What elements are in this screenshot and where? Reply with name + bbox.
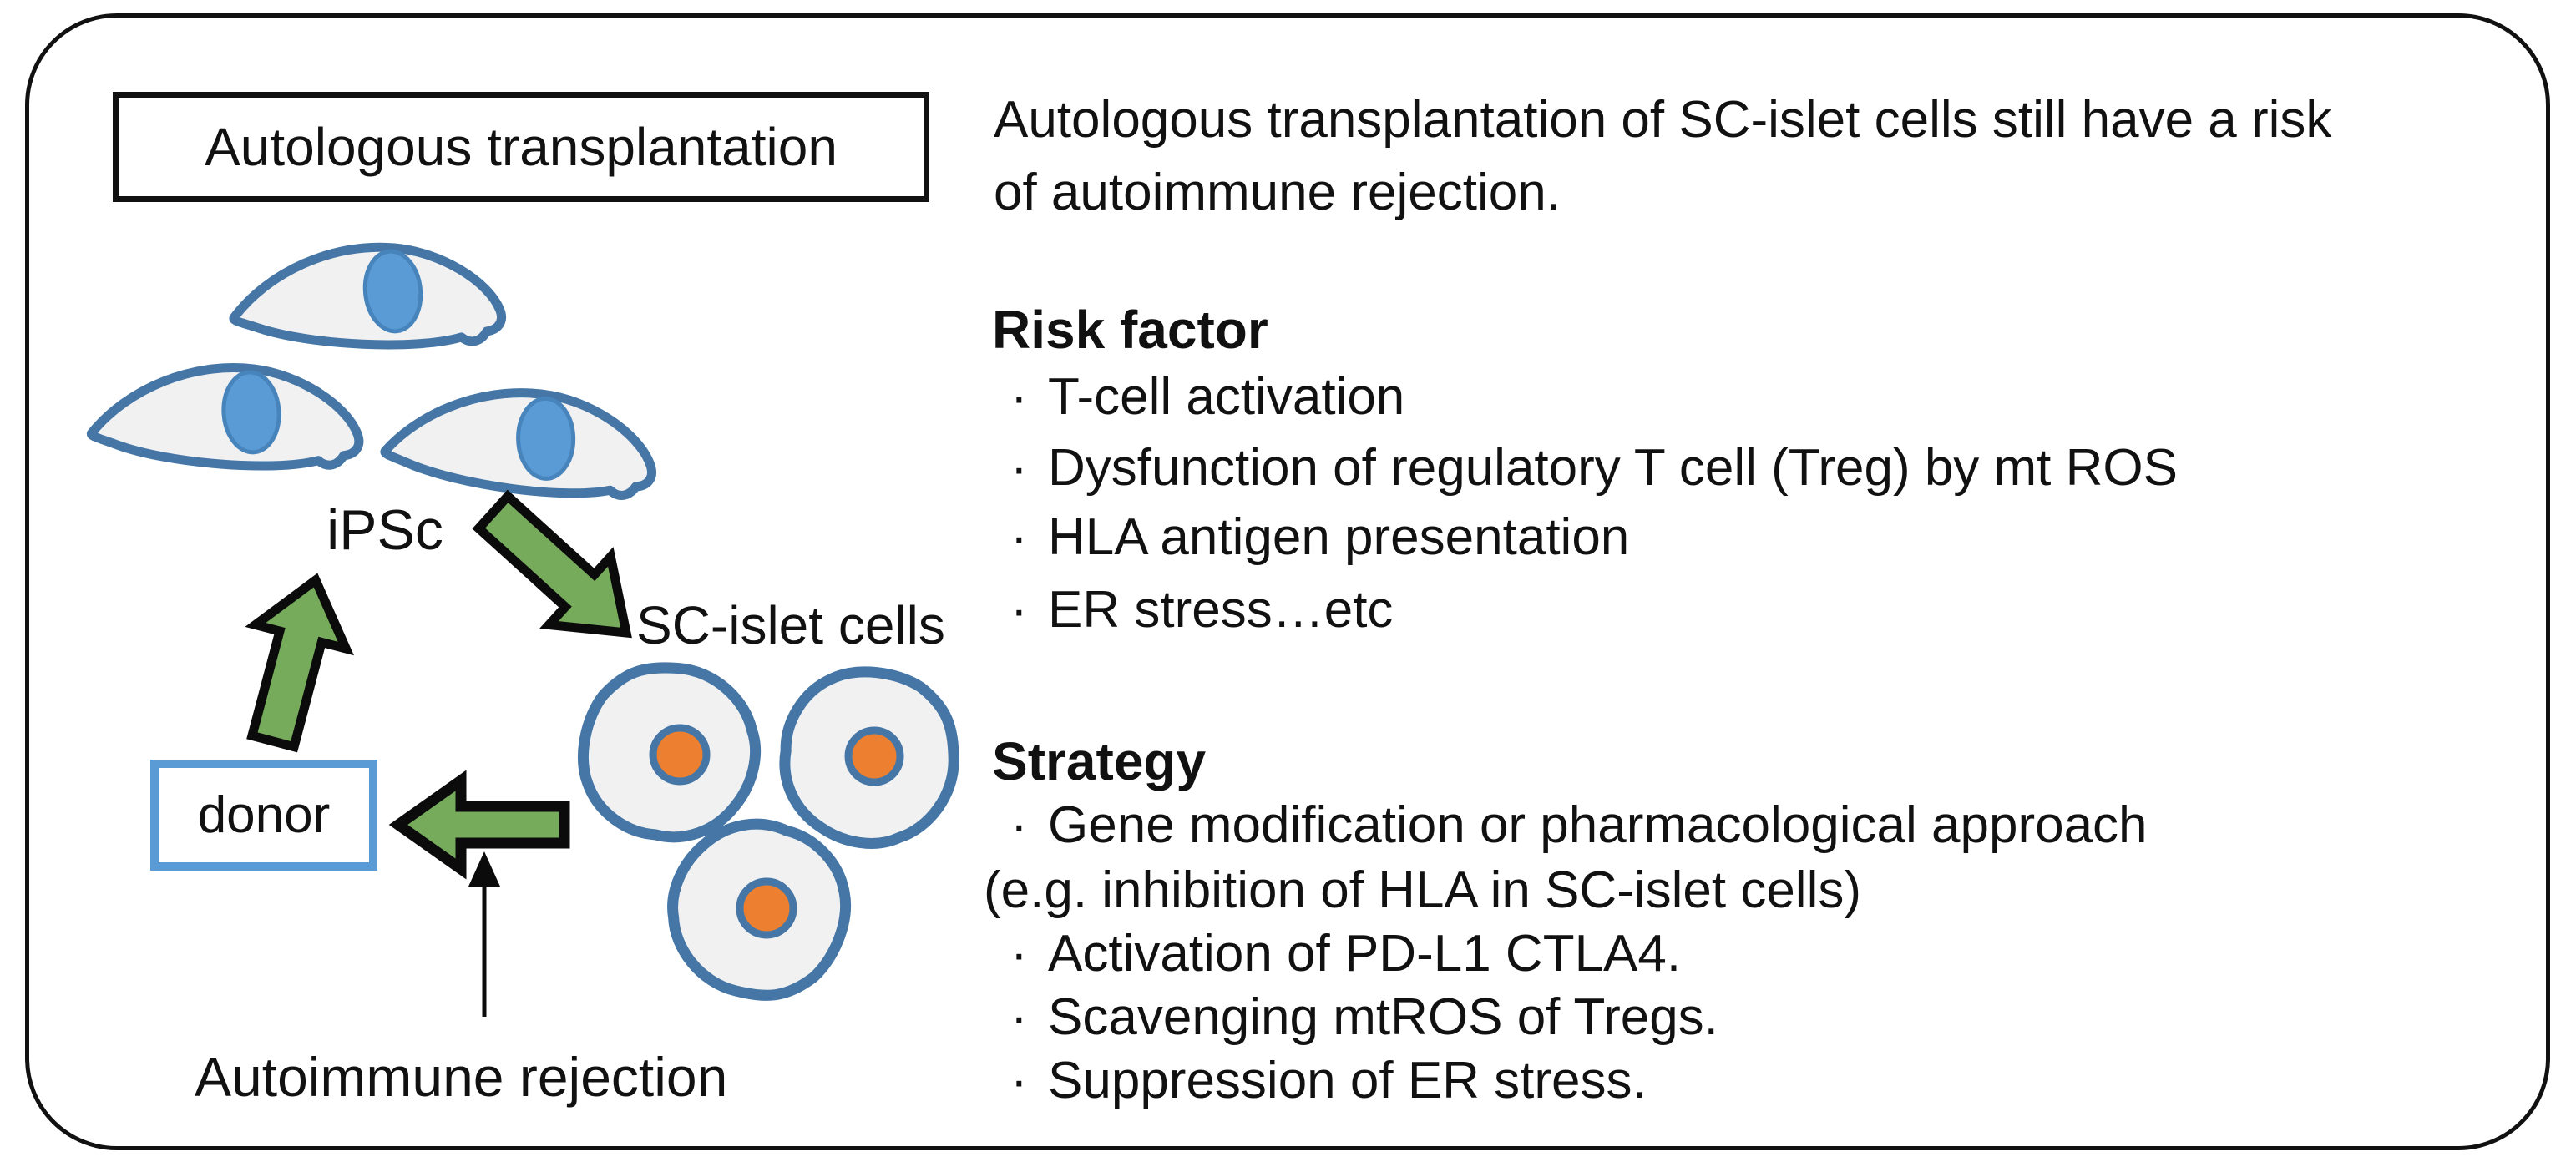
- risk-item: · T-cell activation: [1010, 371, 1404, 423]
- risk-item-text: T-cell activation: [1048, 368, 1405, 426]
- arrow-sc-islet-to-donor: [388, 770, 570, 880]
- ipsc-nucleus: [516, 396, 576, 481]
- autoimmune-rejection-label: Autoimmune rejection: [195, 1046, 728, 1108]
- ipsc-cell: [86, 363, 364, 471]
- sc-islet-cell: [578, 662, 762, 843]
- autologous-transplantation-label: Autologous transplantation: [205, 117, 838, 177]
- risk-item-text: ER stress…etc: [1048, 581, 1394, 639]
- strategy-item: · Suppression of ER stress.: [1010, 1055, 1647, 1107]
- bullet-icon: ·: [1010, 1052, 1028, 1109]
- strategy-item: · Scavenging mtROS of Tregs.: [1010, 992, 1718, 1043]
- figure-border: [25, 13, 2550, 1150]
- strategy-heading: Strategy: [992, 731, 1207, 791]
- ipsc-nucleus: [362, 249, 423, 334]
- strategy-item: · Gene modification or pharmacological a…: [1010, 800, 2148, 851]
- ipsc-label: iPSc: [326, 498, 443, 562]
- bullet-icon: ·: [1010, 508, 1028, 566]
- ipsc-cell-group: [86, 242, 656, 500]
- strategy-note: (e.g. inhibition of HLA in SC-islet cell…: [984, 861, 1862, 919]
- sc-islet-cells-label: SC-islet cells: [636, 595, 945, 655]
- ipsc-nucleus: [221, 370, 281, 455]
- risk-item-text: HLA antigen presentation: [1048, 508, 1630, 566]
- risk-item: · Dysfunction of regulatory T cell (Treg…: [1010, 442, 2178, 494]
- sc-islet-cell: [667, 818, 851, 1001]
- arrow-donor-to-ipsc: [245, 573, 354, 753]
- autoimmune-pointer-arrow: [468, 851, 500, 1017]
- intro-text-line-2: of autoimmune rejection.: [994, 164, 1561, 221]
- bullet-icon: ·: [1010, 796, 1028, 854]
- bullet-icon: ·: [1010, 368, 1028, 426]
- bullet-icon: ·: [1010, 439, 1028, 497]
- strategy-item-text: Activation of PD-L1 CTLA4.: [1048, 925, 1682, 983]
- strategy-item-text: Scavenging mtROS of Tregs.: [1048, 988, 1718, 1046]
- ipsc-cell: [380, 388, 656, 500]
- sc-islet-cell-group: [578, 662, 959, 1001]
- donor-box: donor: [150, 760, 377, 871]
- bullet-icon: ·: [1010, 988, 1028, 1046]
- sc-islet-nucleus: [844, 726, 904, 786]
- donor-label: donor: [197, 786, 331, 844]
- risk-item-text: Dysfunction of regulatory T cell (Treg) …: [1048, 439, 2178, 497]
- risk-item: · ER stress…etc: [1010, 584, 1393, 636]
- strategy-item-text: Gene modification or pharmacological app…: [1048, 796, 2148, 854]
- arrow-ipsc-to-sc-islet: [472, 489, 632, 639]
- strategy-item: · Activation of PD-L1 CTLA4.: [1010, 928, 1681, 980]
- autologous-transplantation-box: Autologous transplantation: [113, 92, 929, 202]
- strategy-item-text: Suppression of ER stress.: [1048, 1052, 1647, 1109]
- intro-text-line-1: Autologous transplantation of SC-islet c…: [994, 91, 2332, 149]
- sc-islet-cell: [779, 666, 959, 849]
- sc-islet-nucleus: [736, 877, 797, 939]
- bullet-icon: ·: [1010, 925, 1028, 983]
- risk-factor-heading: Risk factor: [992, 300, 1268, 360]
- risk-item: · HLA antigen presentation: [1010, 512, 1629, 563]
- sc-islet-nucleus: [649, 724, 711, 786]
- ipsc-cell: [229, 242, 506, 350]
- bullet-icon: ·: [1010, 581, 1028, 639]
